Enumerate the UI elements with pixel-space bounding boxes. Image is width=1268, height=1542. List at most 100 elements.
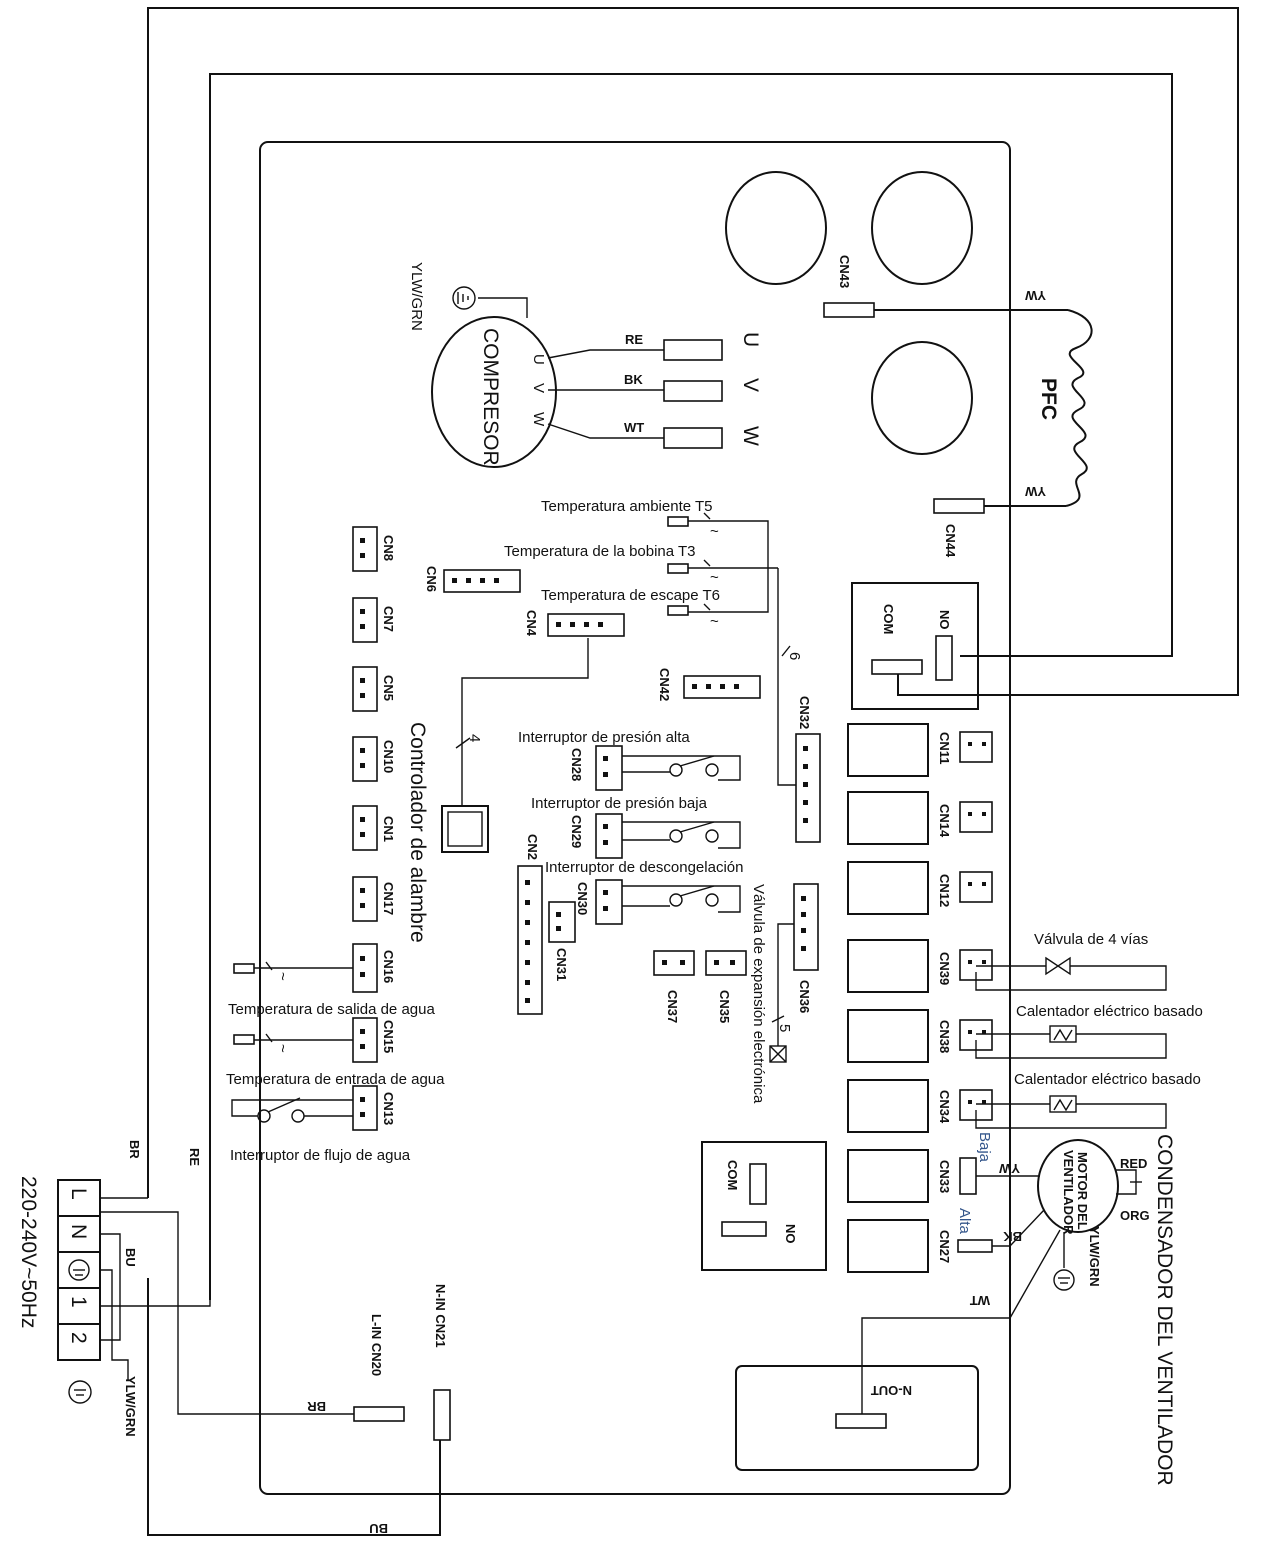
compressor-term-w: W (530, 412, 547, 427)
cn34-label: CN34 (937, 1090, 952, 1124)
board-term-u: U (739, 332, 762, 347)
pfc-wire-top-label: YW (1024, 288, 1046, 303)
low-pressure-label: Interruptor de presión baja (531, 795, 708, 812)
power-wire-re: RE (187, 1148, 202, 1166)
cn33-label: CN33 (937, 1160, 952, 1193)
cn27-label: CN27 (937, 1230, 952, 1263)
cn6-label: CN6 (424, 566, 439, 592)
board-term-w: W (739, 426, 762, 446)
fan-motor (1037, 1139, 1119, 1233)
wire-controller-label: Controlador de alambre (406, 722, 429, 943)
expansion-valve-icon (769, 1045, 787, 1063)
fan-low-label: Baja (976, 1132, 993, 1163)
valve-heater-group: Válvula de 4 vías Calentador eléctrico b… (975, 931, 1203, 1129)
compressor-title: COMPRESOR (479, 328, 502, 466)
cn4-label: CN4 (524, 610, 539, 637)
cn8-label: CN8 (381, 535, 396, 561)
secondary-relay: COM NO (701, 1141, 827, 1271)
n-out-label: N-OUT (871, 1383, 912, 1398)
expansion-valve-label: Válvula de expansión electrónica (750, 884, 767, 1104)
water-group: ~ Temperatura de salida de agua ~ Temper… (226, 961, 445, 1164)
cn29-label: CN29 (569, 815, 584, 848)
line-inputs: L-IN CN20 N-IN CN21 (353, 1284, 451, 1441)
connector-column-left: CN8 CN7 CN5 CN10 CN1 CN17 CN16 CN15 CN13 (352, 526, 396, 1131)
svg-text:~: ~ (710, 523, 719, 540)
terminal-n: N (67, 1224, 90, 1239)
compressor: COMPRESOR U V W YLW/GRN RE BK WT U V W (408, 262, 762, 468)
cn11-label: CN11 (937, 732, 952, 765)
fan-ground-icon (1053, 1269, 1075, 1291)
svg-text:~: ~ (274, 972, 291, 981)
sensor-t6-label: Temperatura de escape T6 (541, 587, 720, 604)
connector-center: CN2 CN30 CN31 CN32 (517, 696, 821, 1015)
cn13-label: CN13 (381, 1092, 396, 1125)
compressor-term-v: V (530, 383, 547, 393)
cn35-label: CN35 (717, 990, 732, 1023)
capacitors (725, 171, 973, 455)
svg-text:~: ~ (710, 613, 719, 630)
wire-controller-count: 4 (466, 734, 483, 742)
power-wire-br: BR (127, 1140, 142, 1159)
cn5-label: CN5 (381, 675, 396, 701)
fan-wire-low: YW (998, 1161, 1020, 1176)
compressor-body (431, 316, 557, 468)
external-ground-icon (68, 1380, 92, 1404)
cn30-label: CN30 (575, 882, 590, 915)
fan-title: CONDENSADOR DEL VENTILADOR (1153, 1134, 1176, 1486)
expansion-count: 5 (776, 1024, 793, 1032)
power-wire-bu-bottom: BU (369, 1521, 388, 1536)
cn38-label: CN38 (937, 1020, 952, 1053)
fan-ground-label: YLW/GRN (1087, 1226, 1102, 1287)
water-flow-switch-label: Interruptor de flujo de agua (230, 1147, 411, 1164)
fan-motor-line1: MOTOR DEL (1075, 1152, 1090, 1230)
wire-wt-label: WT (624, 420, 644, 435)
cn17-label: CN17 (381, 882, 396, 915)
relay-secondary-no: NO (783, 1224, 798, 1244)
cn32-label: CN32 (797, 696, 812, 729)
fan-wire-red: RED (1120, 1156, 1147, 1171)
wire-controller: Controlador de alambre 4 (406, 638, 589, 943)
fan-wire-high: BK (1003, 1229, 1022, 1244)
relay-main-com: COM (881, 604, 896, 634)
main-relay: COM NO (851, 582, 979, 710)
heater1-label: Calentador eléctrico basado (1016, 1003, 1203, 1020)
cn10-label: CN10 (381, 740, 396, 773)
pfc-section: CN43 YW PFC YW CN44 (823, 255, 1093, 558)
svg-text:~: ~ (710, 569, 719, 586)
board-term-v: V (739, 378, 762, 392)
defrost-label: Interruptor de descongelación (545, 859, 743, 876)
cn14-label: CN14 (937, 804, 952, 838)
outer-wires (147, 7, 1239, 1536)
terminal-1: 1 (67, 1296, 90, 1308)
terminal-2: 2 (67, 1332, 90, 1344)
cn36-label: CN36 (797, 980, 812, 1013)
fan-wire-neutral: WT (970, 1293, 990, 1308)
fan-high-label: Alta (956, 1208, 973, 1235)
nin-cn21-label: N-IN CN21 (433, 1284, 448, 1348)
power-voltage-label: 220-240V~50Hz (17, 1176, 40, 1328)
water-inlet-label: Temperatura de entrada de agua (226, 1071, 445, 1088)
relay-column-right: CN11 CN14 CN12 CN39 CN38 CN34 CN33 CN27 (847, 723, 993, 1273)
cn7-label: CN7 (381, 606, 396, 632)
cn31-label: CN31 (554, 948, 569, 981)
sensor-t3-label: Temperatura de la bobina T3 (504, 543, 696, 560)
cn12-label: CN12 (937, 874, 952, 907)
n-out-block: N-OUT (735, 1365, 979, 1471)
power-wire-bu: BU (123, 1248, 138, 1267)
terminal-l: L (67, 1188, 90, 1200)
fan-wire-org: ORG (1120, 1208, 1150, 1223)
terminal-ground-icon (68, 1259, 90, 1281)
power-ground-label: YLW/GRN (123, 1376, 138, 1437)
compressor-term-u: U (530, 354, 547, 365)
pfc-inductor (1065, 309, 1093, 507)
four-way-valve-icon (1045, 956, 1071, 976)
pfc-label: PFC (1037, 378, 1060, 420)
relay-secondary-com: COM (725, 1160, 740, 1190)
fan-motor-group: MOTOR DEL VENTILADOR CONDENSADOR DEL VEN… (861, 1132, 1176, 1486)
fan-motor-line2: VENTILADOR (1061, 1150, 1076, 1235)
svg-text:~: ~ (274, 1044, 291, 1053)
sensor-t5-label: Temperatura ambiente T5 (541, 498, 712, 515)
high-pressure-label: Interruptor de presión alta (518, 729, 690, 746)
compressor-ground-icon (452, 286, 476, 310)
